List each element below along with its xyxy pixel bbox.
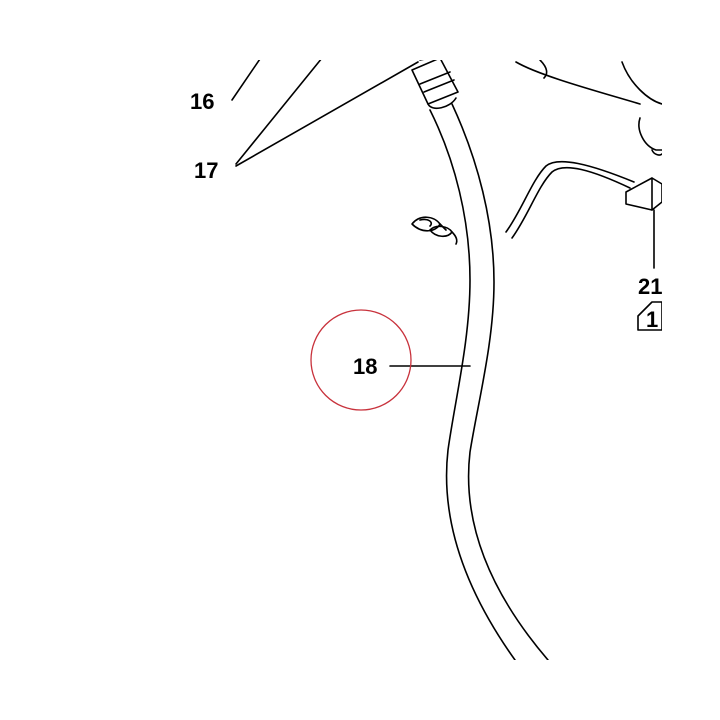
reference-box-number: 1 xyxy=(646,307,658,332)
callout-21: 21 xyxy=(638,274,662,299)
hose xyxy=(429,103,549,660)
callout-17: 17 xyxy=(194,158,218,183)
leader-lines xyxy=(231,60,655,367)
leader-17a xyxy=(235,60,322,165)
callout-16: 16 xyxy=(190,89,214,114)
ground-wire xyxy=(411,216,458,245)
reference-box xyxy=(637,301,662,331)
cable-connector xyxy=(625,177,662,211)
electrical-cable xyxy=(505,160,662,239)
pump-housing xyxy=(515,60,662,156)
callout-18: 18 xyxy=(353,354,377,379)
hose-outer-edge xyxy=(429,109,516,660)
hose-inner-edge xyxy=(451,103,549,660)
hose-clamp xyxy=(411,60,459,110)
leader-17b xyxy=(235,61,419,167)
leader-16 xyxy=(231,60,261,101)
highlight-circle xyxy=(310,309,412,411)
